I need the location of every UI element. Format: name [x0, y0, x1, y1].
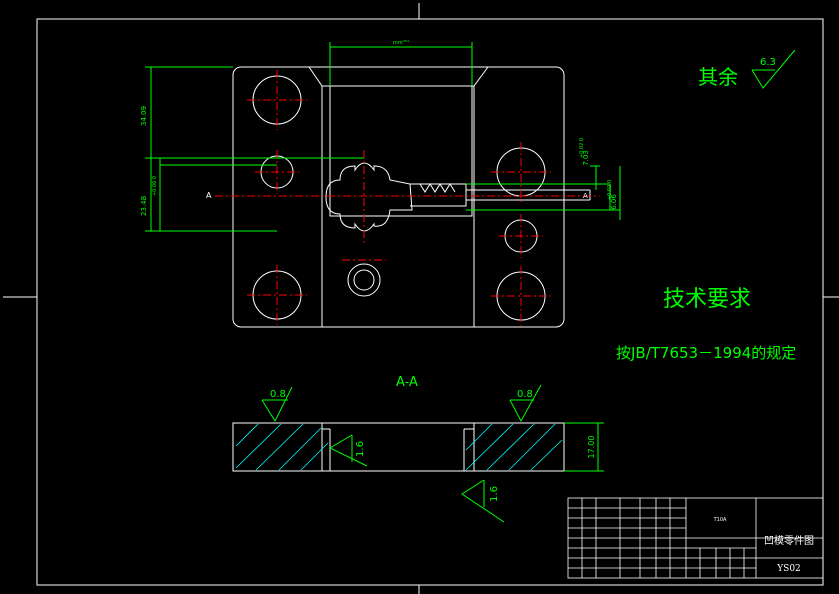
sheet-border	[36, 18, 824, 586]
pin-hole-outer	[347, 263, 381, 297]
die-outline	[232, 66, 565, 328]
dim-right-lower: 6.06	[610, 194, 618, 210]
dim-right-upper: 7.03	[582, 150, 590, 166]
dim-left-lower: 23.48	[140, 196, 148, 216]
title-block-small-text: T10A	[713, 517, 727, 523]
section-marker-left: A	[206, 191, 212, 200]
drawing-number: YS02	[776, 564, 801, 574]
section-view	[232, 422, 565, 472]
dim-thickness: 17.00	[587, 436, 596, 459]
plan-view	[215, 66, 600, 328]
hatch-left	[235, 423, 329, 471]
thickness-dimension	[564, 422, 604, 472]
dim-right-upper-tol: +0.02 0	[579, 138, 585, 158]
finish-remaining-value: 6.3	[760, 57, 776, 68]
hole-right-top	[496, 147, 546, 197]
finish-symbol-top-left	[261, 386, 293, 423]
finish-remaining-symbol	[751, 49, 796, 89]
section-marker-right: A	[583, 192, 588, 200]
finish-top-left-value: 0.8	[270, 389, 286, 400]
finish-symbol-top-right	[509, 384, 542, 423]
pin-hole-inner	[353, 269, 375, 291]
dim-top-width: mm°⁰¹	[393, 40, 409, 46]
key-cavity	[325, 162, 413, 232]
tech-req-title: 技术要求	[663, 287, 751, 312]
finish-symbol-side	[328, 434, 368, 467]
dim-left-lower-tol: +0.06 0	[152, 176, 158, 196]
title-block	[567, 497, 824, 579]
finish-side-value: 1.6	[355, 441, 366, 457]
tech-req-line1: 按JB/T7653－1994的规定	[616, 344, 796, 362]
centerlines	[215, 70, 600, 326]
finish-top-right-value: 0.8	[517, 389, 533, 400]
dimension-lines	[145, 42, 621, 232]
finish-bottom-value: 1.6	[489, 486, 500, 502]
hole-left-bottom	[252, 270, 302, 320]
hole-left-top	[252, 75, 302, 125]
finish-remaining-label: 其余	[698, 65, 738, 89]
dim-right-lower-tol: +0.02 0	[607, 180, 613, 200]
hatch-right	[465, 423, 563, 471]
finish-symbol-bottom	[461, 479, 505, 523]
drawing-title: 凹模零件图	[764, 535, 814, 547]
hole-right-bottom	[496, 271, 546, 321]
section-label: A-A	[396, 375, 418, 390]
dim-left-upper: 34.09	[140, 106, 148, 126]
